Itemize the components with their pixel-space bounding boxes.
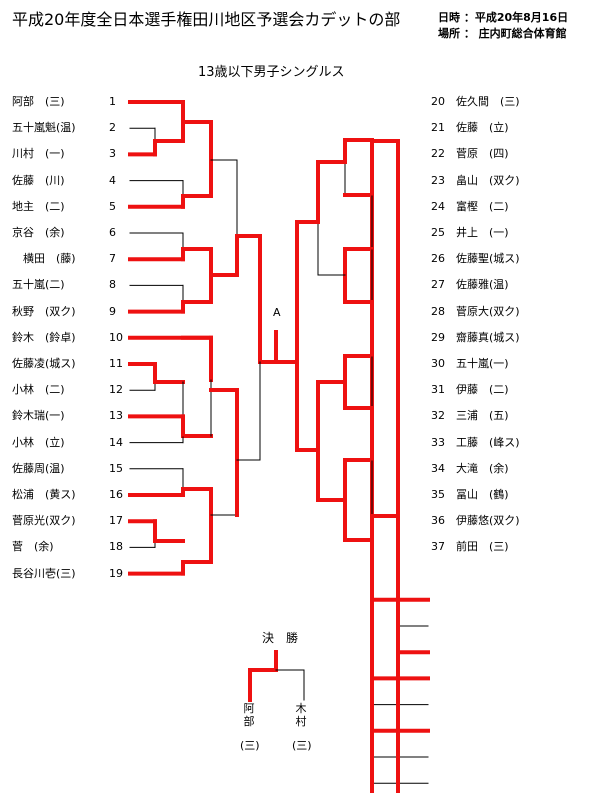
- left-entry-name: 京谷 (余): [12, 226, 65, 239]
- right-entry-number: 36: [431, 514, 445, 528]
- right-entry-number: 22: [431, 147, 445, 161]
- left-entry-number: 15: [109, 461, 123, 475]
- left-entry-number: 7: [109, 252, 116, 266]
- left-entry-number: 16: [109, 488, 123, 501]
- left-entry-number: 12: [109, 383, 123, 397]
- left-entry-name: 佐藤凌(城ス): [12, 357, 76, 370]
- right-entry-number: 30: [431, 357, 445, 370]
- right-entry-name: 三浦 (五): [456, 409, 509, 423]
- left-entry-number: 5: [109, 199, 116, 213]
- right-entry-number: 27: [431, 278, 445, 292]
- left-entry-name: 鈴木瑞(一): [12, 409, 65, 423]
- right-entry-number: 26: [431, 252, 445, 266]
- right-entry-number: 21: [431, 121, 445, 135]
- place-line: 場所 ： 庄内町総合体育館: [438, 27, 567, 40]
- bracket-subtitle: 13歳以下男子シングルス: [198, 65, 345, 80]
- left-entry-name: 松浦 (黄ス): [12, 488, 76, 501]
- left-entry-name: 小林 (二): [12, 383, 65, 397]
- right-entry-number: 32: [431, 409, 445, 423]
- left-entry-number: 3: [109, 147, 116, 161]
- right-entry-name: 佐藤聖(城ス): [456, 252, 520, 266]
- left-entry-name: 地主 (二): [12, 199, 65, 213]
- left-entry-number: 17: [109, 514, 123, 528]
- left-entry-number: 8: [109, 278, 116, 292]
- right-entry-name: 佐久間 (三): [456, 95, 520, 108]
- left-entry-number: 9: [109, 304, 116, 318]
- final-right-team: (三): [292, 739, 312, 752]
- final-right-name: 木村: [295, 702, 307, 728]
- left-entry-name: 佐藤周(温): [12, 461, 65, 475]
- left-entry-name: 横田 (藤): [12, 252, 76, 266]
- right-entry-number: 31: [431, 383, 445, 397]
- right-entry-name: 井上 (一): [456, 226, 509, 239]
- right-entry-name: 菅原大(双ク): [456, 304, 520, 318]
- right-entry-number: 34: [431, 461, 445, 475]
- right-entry-name: 五十嵐(一): [456, 357, 509, 370]
- left-entry-name: 菅原光(双ク): [12, 514, 76, 528]
- left-entry-number: 14: [109, 435, 123, 449]
- right-entry-number: 28: [431, 304, 445, 318]
- right-entry-number: 29: [431, 330, 445, 344]
- final-left-team: (三): [240, 739, 260, 752]
- left-entry-name: 長谷川壱(三): [12, 566, 76, 580]
- right-entry-name: 菅原 (四): [456, 147, 509, 161]
- right-entry-name: 工藤 (峰ス): [456, 435, 520, 449]
- left-entry-number: 4: [109, 173, 116, 187]
- left-entry-number: 2: [109, 121, 116, 135]
- date-line: 日時 ：平成20年8月16日: [438, 11, 569, 24]
- left-entry-name: 秋野 (双ク): [12, 304, 76, 318]
- center-mark-a: A: [273, 306, 281, 319]
- final-title: 決 勝: [262, 631, 299, 645]
- left-entry-number: 13: [109, 409, 123, 423]
- right-entry-number: 23: [431, 173, 445, 187]
- right-entry-number: 35: [431, 488, 445, 501]
- right-entry-number: 20: [431, 95, 445, 108]
- left-entry-number: 1: [109, 95, 116, 108]
- left-entry-name: 五十嵐(二): [12, 278, 65, 292]
- right-entry-number: 37: [431, 540, 445, 554]
- left-entry-number: 11: [109, 357, 123, 370]
- left-entry-name: 菅 (余): [12, 540, 54, 554]
- left-entry-number: 18: [109, 540, 123, 554]
- right-entry-name: 畠山 (双ク): [456, 173, 520, 187]
- right-entry-name: 富樫 (二): [456, 199, 509, 213]
- right-entry-name: 冨山 (鶴): [456, 488, 509, 501]
- right-entry-number: 33: [431, 435, 445, 449]
- left-entry-name: 阿部 (三): [12, 95, 65, 108]
- right-entry-name: 伊藤 (二): [456, 383, 509, 397]
- right-entry-name: 佐藤 (立): [456, 121, 509, 135]
- left-entry-name: 小林 (立): [12, 435, 65, 449]
- left-entry-number: 19: [109, 566, 123, 580]
- right-entry-name: 前田 (三): [456, 540, 509, 554]
- right-entry-name: 齋藤真(城ス): [456, 330, 520, 344]
- left-entry-number: 10: [109, 330, 123, 344]
- right-entry-number: 24: [431, 199, 445, 213]
- left-entry-number: 6: [109, 226, 116, 239]
- right-entry-name: 大滝 (余): [456, 461, 509, 475]
- final-left-name: 阿部: [243, 702, 255, 728]
- left-entry-name: 川村 (一): [12, 147, 65, 161]
- left-entry-name: 佐藤 (川): [12, 173, 65, 187]
- left-entry-name: 鈴木 (鈴卓): [12, 330, 76, 344]
- left-entry-name: 五十嵐魁(温): [12, 121, 76, 135]
- right-entry-name: 佐藤雅(温): [456, 278, 509, 292]
- tournament-title: 平成20年度全日本選手権田川地区予選会カデットの部: [12, 10, 401, 29]
- right-entry-name: 伊藤悠(双ク): [456, 514, 520, 528]
- right-entry-number: 25: [431, 226, 445, 239]
